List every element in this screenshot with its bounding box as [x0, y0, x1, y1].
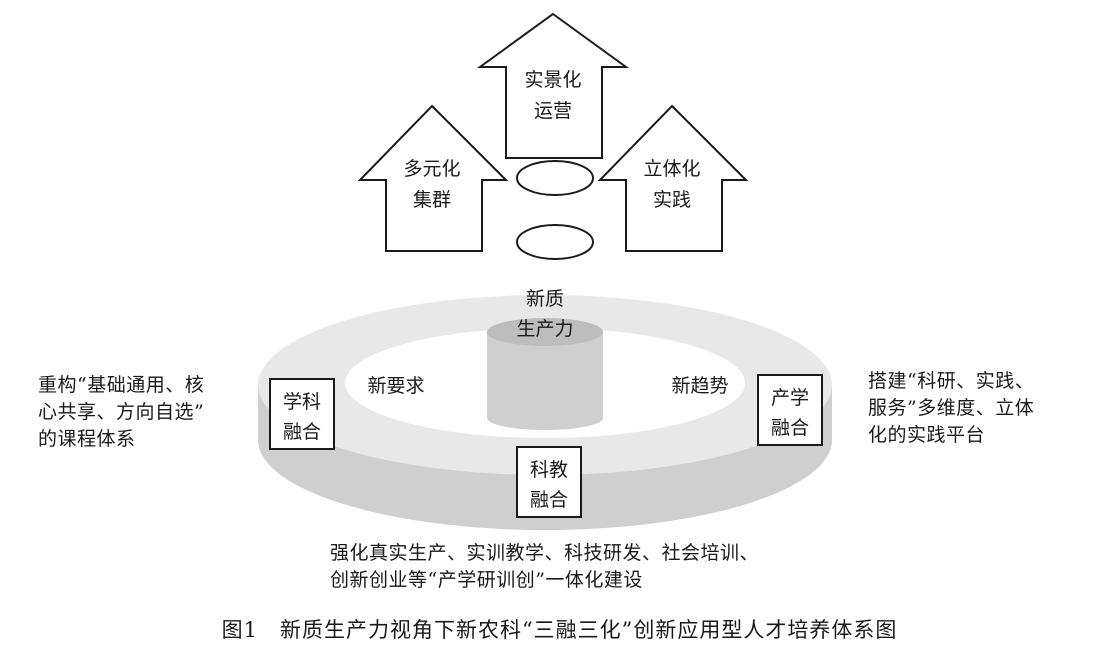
- ring-label-new-trend: 新趋势: [671, 375, 728, 397]
- arrow-left-line1: 多元化: [403, 158, 460, 180]
- annotation-right: 搭建“科研、实践、 服务”多维度、立体 化的实践平台: [868, 368, 1034, 449]
- box-left-line2: 融合: [283, 421, 321, 443]
- arrow-left-line2: 集群: [413, 189, 451, 211]
- arrow-right: 立体化 实践: [597, 104, 749, 252]
- box-right-line1: 产学: [771, 387, 809, 409]
- annotation-bottom-line: 创新创业等“产学研训创”一体化建设: [330, 569, 643, 591]
- cylinder-top: [487, 318, 603, 346]
- annotation-bottom: 强化真实生产、实训教学、科技研发、社会培训、 创新创业等“产学研训创”一体化建设: [330, 540, 759, 594]
- box-right-line2: 融合: [771, 417, 809, 439]
- core-cylinder: [487, 318, 603, 430]
- arrow-left: 多元化 集群: [357, 104, 509, 252]
- arrow-right-line1: 立体化: [643, 158, 700, 180]
- arrow-top-line1: 实景化: [524, 69, 581, 91]
- arrow-top-line2: 运营: [534, 100, 572, 122]
- box-science-education-integration: 科教 融合: [516, 446, 582, 518]
- annotation-left-line: 重构“基础通用、核: [38, 374, 205, 396]
- box-left-line1: 学科: [283, 391, 321, 413]
- box-bottom-line2: 融合: [530, 489, 568, 511]
- annotation-bottom-line: 强化真实生产、实训教学、科技研发、社会培训、: [330, 542, 760, 564]
- figure-caption: 图1 新质生产力视角下新农科“三融三化”创新应用型人才培养体系图: [221, 618, 898, 642]
- annotation-right-line: 服务”多维度、立体: [868, 397, 1035, 419]
- core-label-line1: 新质: [526, 288, 564, 310]
- connector-ellipse-upper: [516, 160, 594, 196]
- annotation-left: 重构“基础通用、核 心共享、方向自选” 的课程体系: [38, 372, 204, 453]
- ring: [258, 295, 832, 530]
- ring-label-new-requirement: 新要求: [367, 375, 424, 397]
- arrow-right-line2: 实践: [653, 189, 691, 211]
- connector-ellipse-lower: [516, 224, 594, 260]
- core-label-line2: 生产力: [516, 318, 573, 340]
- cylinder-body: [487, 332, 603, 418]
- annotation-left-line: 的课程体系: [38, 428, 136, 450]
- annotation-right-line: 搭建“科研、实践、: [868, 370, 1035, 392]
- annotation-left-line: 心共享、方向自选”: [38, 401, 205, 423]
- box-discipline-integration: 学科 融合: [269, 378, 335, 450]
- annotation-right-line: 化的实践平台: [868, 424, 986, 446]
- cylinder-bottom: [487, 406, 603, 430]
- box-industry-education-integration: 产学 融合: [757, 374, 823, 446]
- box-bottom-line1: 科教: [530, 459, 568, 481]
- arrow-top: 实景化 运营: [476, 12, 630, 159]
